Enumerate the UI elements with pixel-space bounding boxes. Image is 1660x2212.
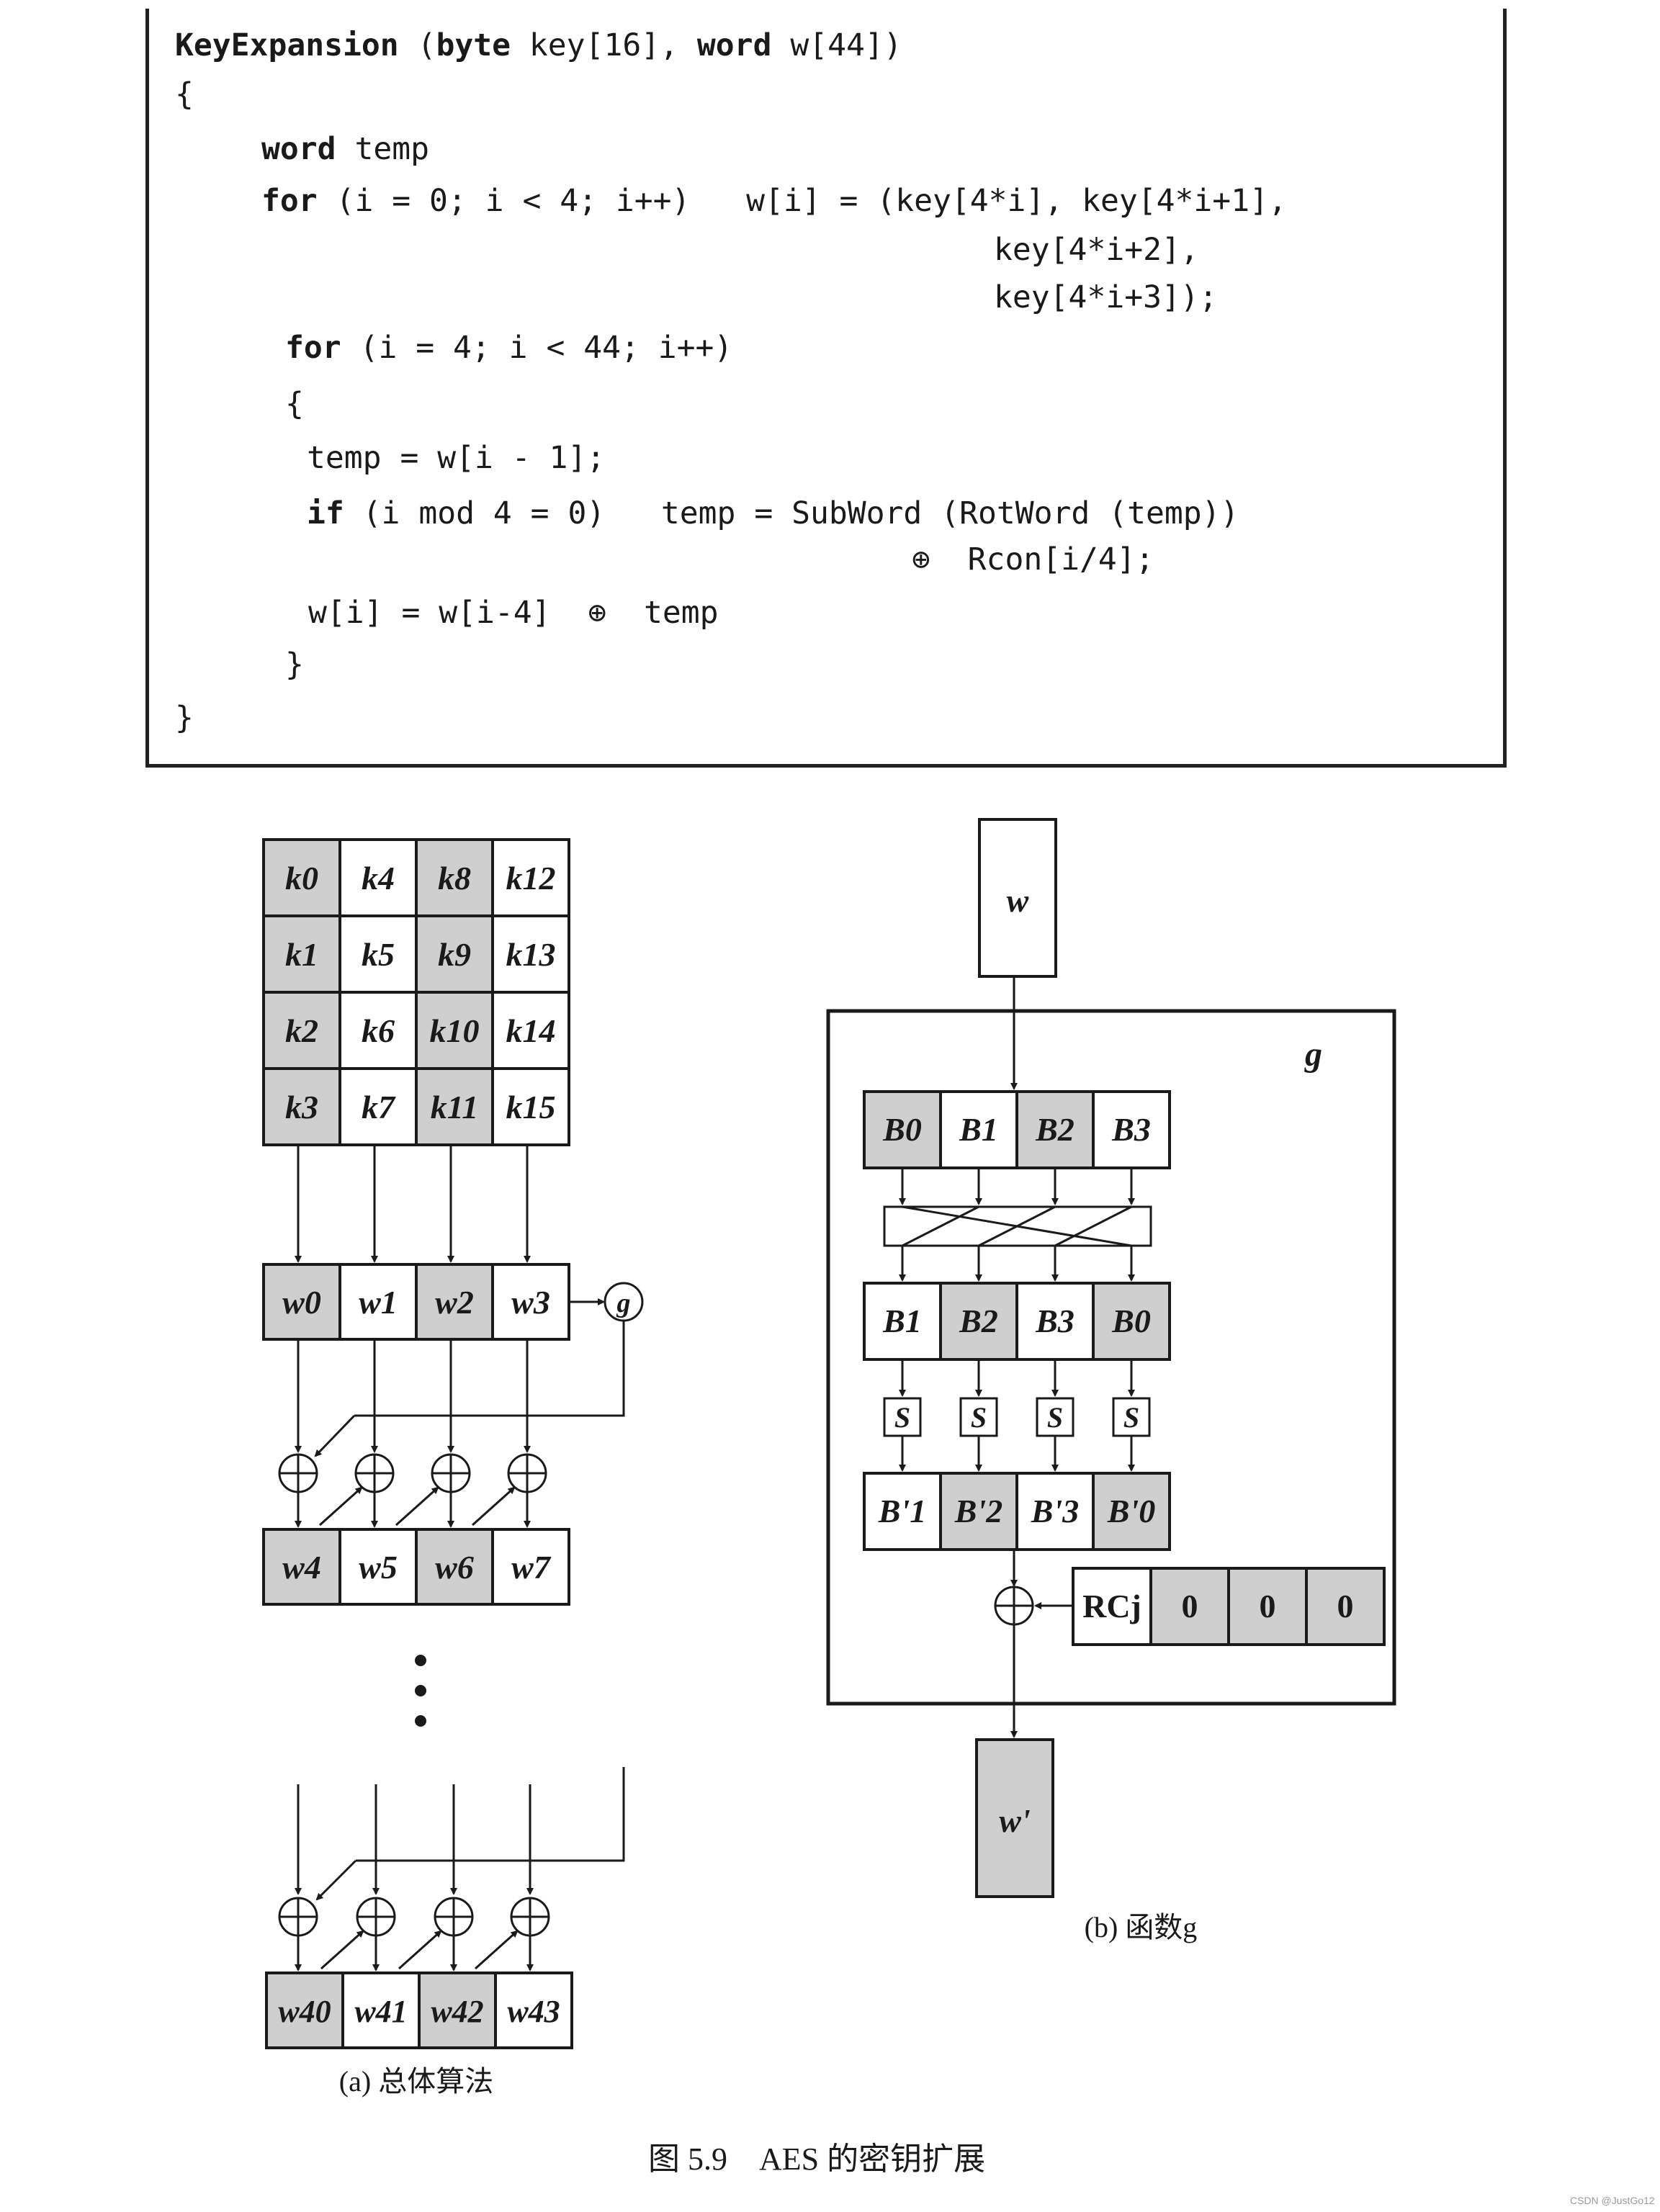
sbox-row — [883, 1397, 1151, 1437]
word-cell: w42 — [431, 1994, 483, 2029]
key-matrix — [262, 838, 570, 1146]
word-cell: w1 — [359, 1284, 398, 1321]
word-cell: w0 — [282, 1284, 321, 1321]
byte-cell: B'1 — [878, 1493, 926, 1529]
key-cell: k9 — [438, 936, 471, 973]
code-brace-close: } — [175, 700, 194, 736]
figure-caption: 图 5.9 AES 的密钥扩展 — [648, 2141, 986, 2177]
byte-cell: B1 — [882, 1303, 922, 1339]
key-cell: k8 — [438, 860, 471, 896]
substituted-row — [863, 1472, 1171, 1551]
byte-cell: B3 — [1111, 1111, 1151, 1148]
rcon-cell: 0 — [1260, 1588, 1276, 1624]
sbox-label: S — [894, 1401, 910, 1434]
key-cell: k14 — [506, 1012, 556, 1049]
word-cell: w41 — [354, 1994, 407, 2029]
byte-cell: B'2 — [954, 1493, 1002, 1529]
w-row-last — [265, 1972, 573, 2049]
byte-cell: B0 — [882, 1111, 922, 1148]
w-row-1 — [262, 1263, 570, 1341]
rotated-row — [863, 1282, 1171, 1361]
word-cell: w6 — [435, 1549, 474, 1586]
code-line-signature: KeyExpansion (byte key[16], word w[44]) — [175, 27, 902, 63]
input-w-label: w — [1007, 882, 1029, 919]
key-cell: k12 — [506, 860, 556, 896]
word-cell: w2 — [435, 1284, 474, 1321]
caption-a: (a) 总体算法 — [339, 2065, 493, 2098]
code-line-if: if (i mod 4 = 0) temp = SubWord (RotWord… — [307, 495, 1239, 531]
key-cell: k13 — [506, 936, 556, 973]
code-inner-brace-open: { — [285, 386, 304, 422]
key-cell: k7 — [362, 1089, 396, 1125]
rcon-row — [1072, 1567, 1386, 1646]
caption-b: (b) 函数g — [1085, 1911, 1198, 1943]
key-cell: k0 — [285, 860, 318, 896]
code-line-key2: key[4*i+2], — [994, 232, 1199, 268]
w-row-2 — [262, 1528, 570, 1606]
g-node-label: g — [616, 1288, 631, 1318]
code-line-for2: for (i = 4; i < 44; i++) — [285, 330, 733, 366]
code-line-key3: key[4*i+3]); — [994, 279, 1218, 315]
word-cell: w3 — [511, 1284, 550, 1321]
rcon-cell: RCj — [1082, 1588, 1141, 1624]
word-cell: w7 — [511, 1549, 552, 1586]
byte-row — [863, 1090, 1171, 1169]
code-line-declare: word temp — [261, 131, 430, 167]
key-cell: k6 — [362, 1012, 395, 1049]
sbox-label: S — [1047, 1401, 1063, 1434]
byte-cell: B1 — [959, 1111, 998, 1148]
byte-cell: B0 — [1111, 1303, 1151, 1339]
code-line-for1: for (i = 0; i < 4; i++) w[i] = (key[4*i]… — [261, 183, 1287, 219]
sbox-label: S — [971, 1401, 987, 1434]
byte-cell: B3 — [1035, 1303, 1074, 1339]
key-cell: k10 — [430, 1012, 480, 1049]
key-cell: k1 — [285, 936, 318, 973]
output-w-box — [975, 1738, 1054, 1898]
rcon-cell: 0 — [1337, 1588, 1354, 1624]
output-w-label: w' — [999, 1802, 1030, 1839]
key-cell: k2 — [285, 1012, 318, 1049]
code-inner-brace-close: } — [285, 647, 304, 683]
watermark: CSDN @JustGo12 — [1570, 2195, 1655, 2206]
byte-cell: B'0 — [1107, 1493, 1155, 1529]
word-cell: w40 — [278, 1994, 331, 2029]
g-function-frame — [826, 1009, 1396, 1706]
code-brace-open: { — [175, 76, 194, 112]
word-cell: w4 — [282, 1549, 321, 1586]
rcon-xor — [994, 1586, 1034, 1626]
byte-cell: B2 — [959, 1303, 998, 1339]
key-cell: k4 — [362, 860, 395, 896]
rcon-cell: 0 — [1182, 1588, 1198, 1624]
key-cell: k15 — [506, 1089, 556, 1125]
ellipsis-dots — [415, 1655, 426, 1727]
sbox-label: S — [1123, 1401, 1139, 1434]
byte-cell: B'3 — [1031, 1493, 1079, 1529]
key-cell: k3 — [285, 1089, 318, 1125]
input-w-box — [978, 818, 1057, 978]
key-cell: k5 — [362, 936, 395, 973]
pseudocode-box — [145, 9, 1507, 768]
code-line-rcon: ⊕ Rcon[i/4]; — [912, 541, 1154, 577]
xor-row-last — [278, 1897, 550, 1937]
word-cell: w5 — [359, 1549, 398, 1586]
g-frame-label: g — [1304, 1035, 1322, 1074]
code-line-temp: temp = w[i - 1]; — [307, 440, 606, 476]
xor-row-1 — [278, 1453, 547, 1493]
key-cell: k11 — [431, 1089, 478, 1125]
byte-cell: B2 — [1035, 1111, 1074, 1148]
code-line-xor: w[i] = w[i-4] ⊕ temp — [308, 595, 719, 631]
word-cell: w43 — [507, 1994, 560, 2029]
